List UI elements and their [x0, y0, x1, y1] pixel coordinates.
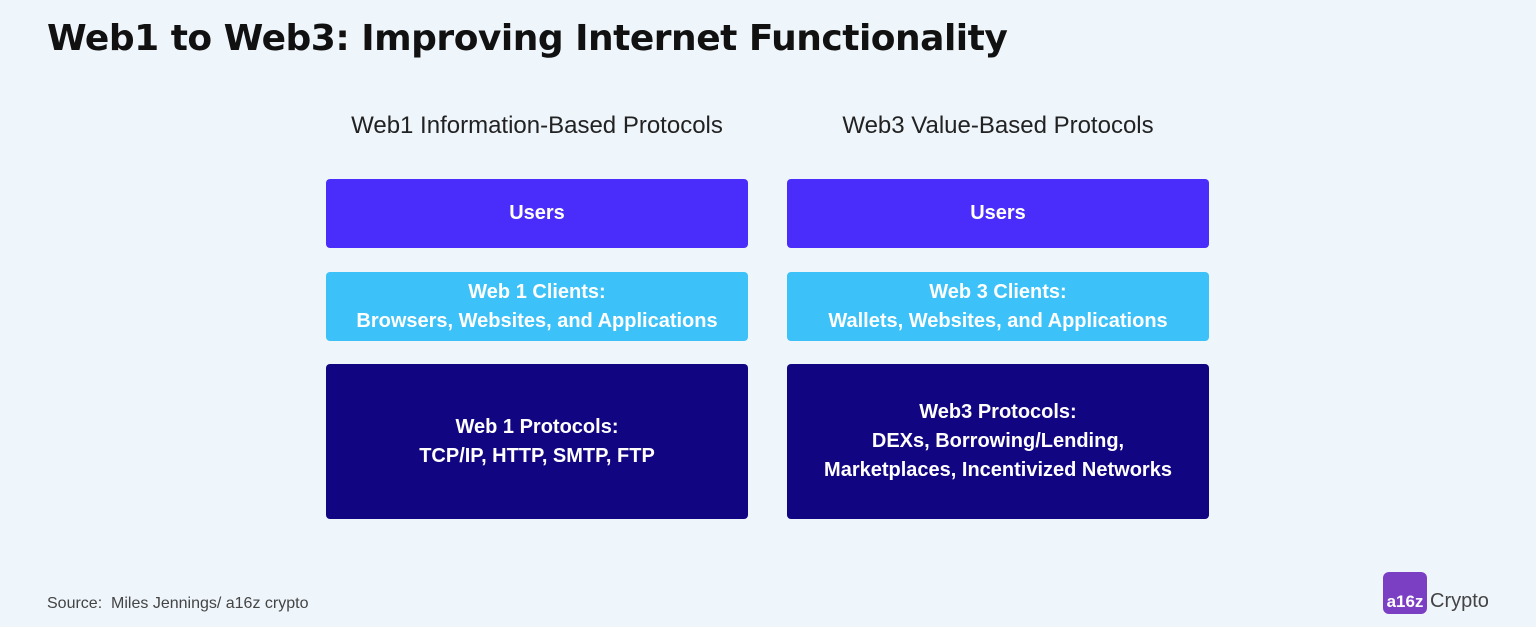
page-title: Web1 to Web3: Improving Internet Functio…	[47, 18, 1008, 59]
web1-users-box: Users	[326, 179, 748, 248]
web1-column-heading: Web1 Information-Based Protocols	[351, 112, 723, 139]
web3-column-heading: Web3 Value-Based Protocols	[842, 112, 1154, 139]
label: Web3 Protocols:	[919, 401, 1077, 423]
label: TCP/IP, HTTP, SMTP, FTP	[419, 444, 655, 467]
a16z-crypto-logo: a16z Crypto	[1383, 572, 1489, 614]
label: Web 3 Clients:	[929, 280, 1067, 303]
web3-protocols-box: Web3 Protocols: DEXs, Borrowing/Lending,…	[787, 364, 1209, 519]
web1-protocols-box: Web 1 Protocols: TCP/IP, HTTP, SMTP, FTP	[326, 364, 748, 519]
logo-text: Crypto	[1430, 590, 1489, 612]
label: Marketplaces, Incentivized Networks	[824, 459, 1172, 481]
web1-clients-box: Web 1 Clients: Browsers, Websites, and A…	[326, 272, 748, 341]
web3-clients-box: Web 3 Clients: Wallets, Websites, and Ap…	[787, 272, 1209, 341]
label: Wallets, Websites, and Applications	[828, 309, 1168, 332]
label: Users	[970, 202, 1026, 224]
label: Browsers, Websites, and Applications	[356, 309, 718, 332]
logo-mark: a16z	[1383, 572, 1427, 614]
label: Web 1 Clients:	[468, 280, 606, 303]
label: DEXs, Borrowing/Lending,	[871, 430, 1125, 452]
label: Web 1 Protocols:	[455, 415, 619, 438]
label: Users	[509, 202, 565, 224]
source-note: Source: Miles Jennings/ a16z crypto	[47, 595, 309, 612]
web3-users-box: Users	[787, 179, 1209, 248]
